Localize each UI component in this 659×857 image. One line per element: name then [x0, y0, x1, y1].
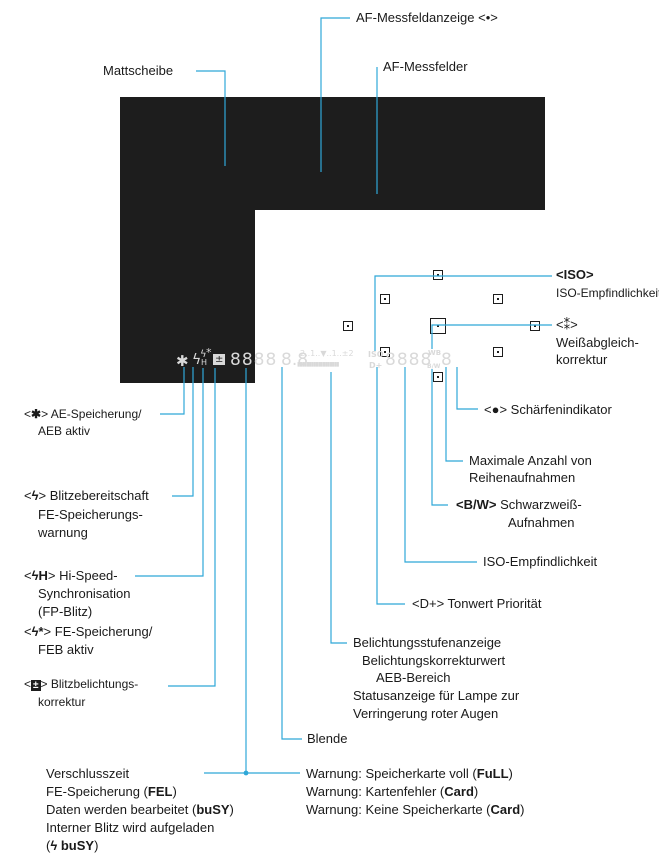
label-iso-sensitivity: ISO-Empfindlichkeit	[483, 554, 598, 569]
label-max-burst-2: Reihenaufnahmen	[469, 470, 576, 485]
label-wb-icon: <⁑>	[556, 317, 578, 332]
leader-hispeed	[135, 368, 204, 577]
exposure-scale-bars: ▮▮▮▮▮▮▮▮▮▮▮▮▮▮▮▮▮▮	[297, 361, 339, 368]
flash-comp-segment: ±	[213, 354, 226, 365]
label-fe-lock-1: <ϟ*> FE-Speicherung/	[24, 624, 153, 639]
label-iso-sensitivity-top: ISO-Empfindlichkeit	[556, 286, 659, 300]
leader-d-plus	[376, 367, 405, 605]
leader-iso-icon	[374, 275, 552, 351]
flash-ready-segment: ϟ	[192, 352, 202, 368]
label-exposure-5: Verringerung roter Augen	[353, 706, 499, 721]
af-point-top	[433, 270, 443, 280]
iso-segment: ISO	[368, 350, 384, 359]
label-shutter-1: Verschlusszeit	[46, 766, 130, 781]
af-point-upper-left	[380, 294, 390, 304]
label-af-point-display: AF-Messfeldanzeige <•>	[356, 10, 498, 25]
label-flash-comp-1: <±> Blitzbelichtungs-	[24, 677, 139, 691]
af-point-lower-right	[493, 347, 503, 357]
leader-wb	[431, 324, 552, 349]
label-shutter-4: Interner Blitz wird aufgeladen	[46, 820, 215, 835]
flash-star-icon: ϟ*	[31, 624, 44, 639]
shutter-digits-segment: 8888	[230, 350, 278, 370]
label-ae-lock-2: AEB aktiv	[38, 424, 91, 438]
leader-bw	[431, 369, 448, 506]
bw-segment: B/W	[427, 363, 441, 370]
label-exposure-3: AEB-Bereich	[376, 670, 451, 685]
max-burst-digit-segment: 8	[441, 350, 452, 370]
label-shutter-5: (ϟ buSY)	[46, 838, 99, 853]
focus-indicator-segment: ●	[452, 352, 466, 370]
label-fe-warning-1: FE-Speicherungs-	[38, 507, 143, 522]
bw-icon: <B/W>	[456, 497, 497, 512]
af-point-lower-left	[380, 347, 390, 357]
label-warning-card-error: Warnung: Kartenfehler (Card)	[306, 784, 479, 799]
leader-iso-bottom	[404, 367, 477, 563]
focusing-screen	[255, 210, 648, 445]
viewfinder-frame	[120, 97, 648, 445]
leader-exposure	[330, 372, 347, 644]
label-focusing-screen: Mattscheibe	[103, 63, 174, 78]
label-ae-lock-1: <✱> AE-Speicherung/	[24, 407, 142, 421]
label-shutter-3: Daten werden bearbeitet (buSY)	[46, 802, 234, 817]
label-aperture: Blende	[307, 731, 348, 746]
label-wb-correction-2: korrektur	[556, 352, 608, 367]
label-bw-2: Aufnahmen	[508, 515, 575, 530]
label-max-burst-1: Maximale Anzahl von	[469, 453, 592, 468]
label-flash-comp-2: korrektur	[38, 695, 86, 709]
label-hispeed-1: <ϟH> Hi-Speed-	[24, 568, 118, 583]
leader-flash-ready	[172, 367, 194, 497]
wb-segment: WB	[428, 349, 442, 357]
flash-h-sub-segment: H	[201, 358, 208, 367]
flash-h-segment: ϟ	[200, 349, 207, 360]
label-hispeed-3: (FP-Blitz)	[38, 604, 93, 619]
leader-ae-lock	[160, 367, 185, 415]
leader-dot	[243, 770, 249, 776]
af-point-right	[530, 321, 540, 331]
label-shutter-2: FE-Speicherung (FEL)	[46, 784, 177, 799]
leader-aperture	[281, 367, 302, 740]
label-flash-ready: <ϟ> Blitzebereitschaft	[24, 488, 149, 503]
label-bw-1: <B/W> Schwarzweiß-	[456, 497, 582, 512]
af-point-left	[343, 321, 353, 331]
aperture-digits-segment: 8.8	[281, 350, 309, 370]
leader-mattscheibe	[196, 70, 226, 166]
focus-indicator-icon: ●	[491, 402, 500, 417]
af-point-bottom	[433, 372, 443, 382]
af-point-center	[430, 318, 446, 334]
leader-af-display	[320, 17, 350, 172]
label-exposure-1: Belichtungsstufenanzeige	[353, 635, 502, 650]
label-iso-icon: <ISO>	[556, 267, 594, 282]
label-highlight-tone: <D+> Tonwert Priorität	[412, 596, 542, 611]
label-wb-correction-1: Weißabgleich-	[556, 335, 639, 350]
flash-star-segment: *	[206, 346, 212, 359]
exposure-scale-numbers: 2..1..▼..1..±2	[300, 349, 354, 358]
label-af-points: AF-Messfelder	[383, 59, 468, 74]
label-exposure-4: Statusanzeige für Lampe zur	[353, 688, 520, 703]
ae-lock-segment: ✱	[176, 352, 189, 370]
label-fe-warning-2: warnung	[38, 525, 88, 540]
label-warning-full: Warnung: Speicherkarte voll (FuLL)	[306, 766, 513, 781]
label-hispeed-2: Synchronisation	[38, 586, 131, 601]
label-fe-lock-2: FEB aktiv	[38, 642, 94, 657]
label-exposure-2: Belichtungskorrekturwert	[362, 653, 506, 668]
d-plus-segment: D+	[369, 361, 383, 370]
flash-h-icon: ϟH	[31, 568, 48, 583]
label-focus-indicator: <●> Schärfenindikator	[484, 402, 612, 417]
leader-focus	[456, 367, 478, 410]
leader-max-burst	[445, 367, 463, 462]
flash-comp-icon: ±	[31, 680, 41, 691]
iso-digits-segment: 8888	[385, 350, 433, 370]
ae-lock-icon: ✱	[31, 407, 42, 421]
leader-flash-comp	[168, 368, 216, 687]
af-point-upper-right	[493, 294, 503, 304]
flash-icon: ϟ	[31, 488, 39, 503]
label-warning-no-card: Warnung: Keine Speicherkarte (Card)	[306, 802, 525, 817]
